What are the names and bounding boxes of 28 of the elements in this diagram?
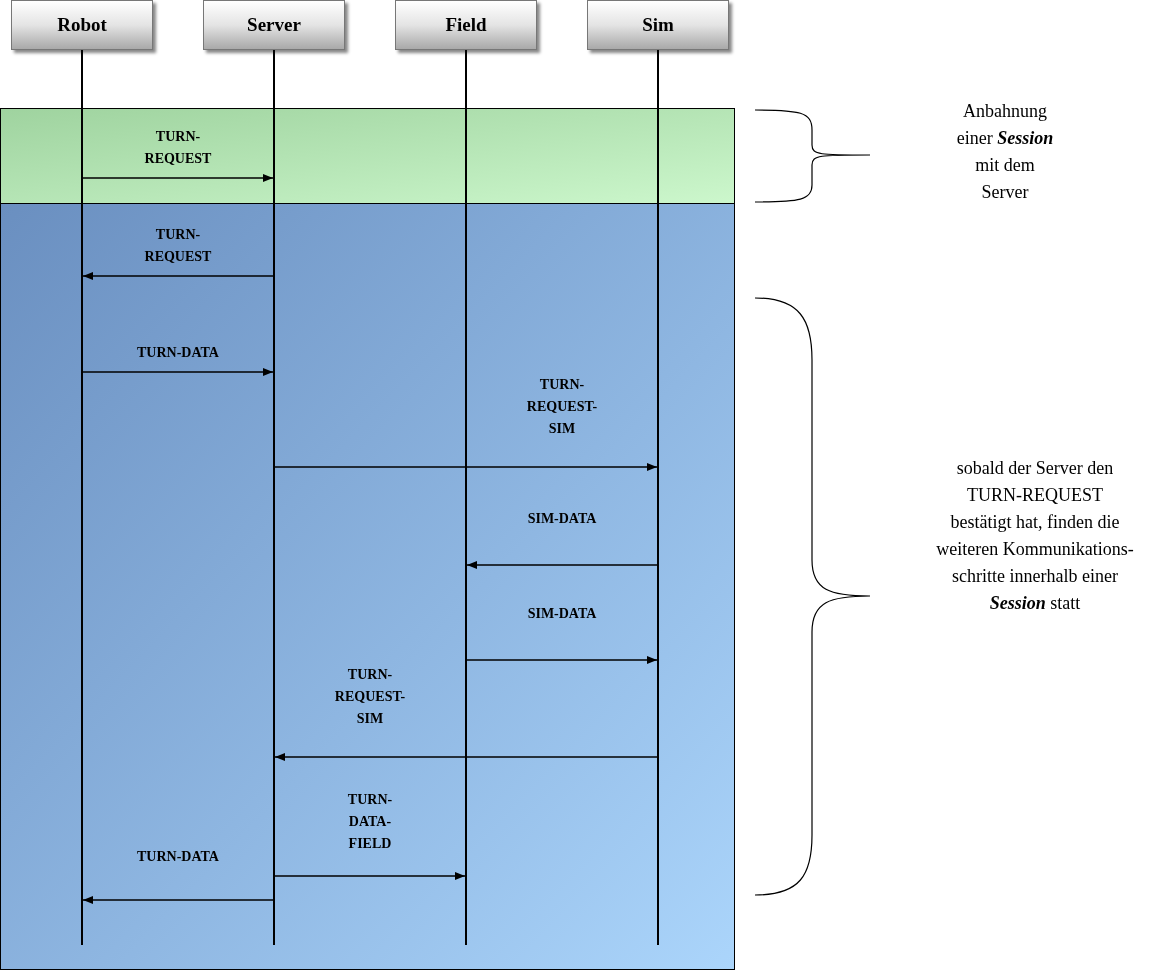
message-arrow xyxy=(274,872,466,880)
message-label: TURN-DATA-FIELD xyxy=(346,791,394,853)
lifeline xyxy=(273,50,275,945)
lifeline xyxy=(81,50,83,945)
participant-box: Sim xyxy=(587,0,729,50)
message-label: TURN-REQUEST-SIM xyxy=(333,666,407,728)
message-label: SIM-DATA xyxy=(526,510,598,528)
message-label: TURN-REQUEST-SIM xyxy=(525,376,599,438)
message-arrow xyxy=(82,174,274,182)
message-arrow xyxy=(82,272,274,280)
message-arrow xyxy=(274,463,658,471)
message-arrow xyxy=(82,896,274,904)
annotation-text: Anbahnung einer Session mit dem Server xyxy=(955,100,1055,204)
participant-box: Field xyxy=(395,0,537,50)
message-label: SIM-DATA xyxy=(526,605,598,623)
lifeline xyxy=(657,50,659,945)
participant-box: Robot xyxy=(11,0,153,50)
message-arrow xyxy=(466,561,658,569)
message-label: TURN-REQUEST xyxy=(143,128,213,168)
message-label: TURN-DATA xyxy=(136,344,220,362)
message-arrow xyxy=(466,656,658,664)
message-label: TURN-REQUEST xyxy=(143,226,213,266)
message-arrow xyxy=(82,368,274,376)
message-arrow xyxy=(274,753,658,761)
lifeline xyxy=(465,50,467,945)
annotation-text: sobald der Server den TURN-REQUEST bestätigt hat, finden die weiteren Kommunikations-schritte innerhalb einer Session statt xyxy=(935,457,1135,615)
message-label: TURN-DATA xyxy=(136,848,220,866)
participant-box: Server xyxy=(203,0,345,50)
